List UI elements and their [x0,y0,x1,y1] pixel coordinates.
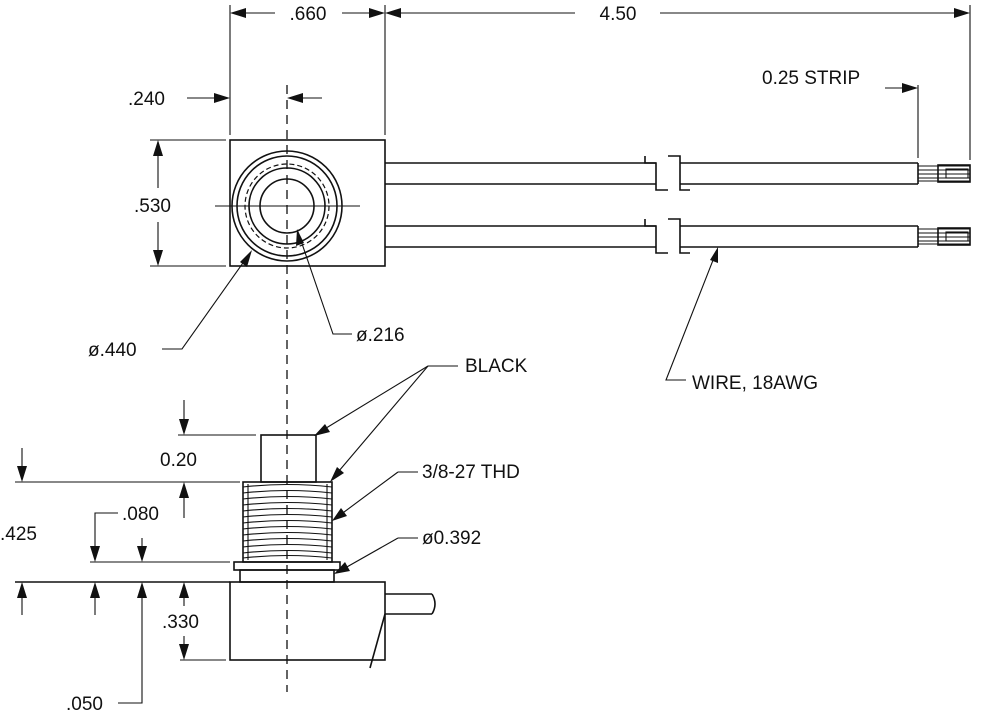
label-center-offset: .240 [128,89,165,110]
dim-center-offset: .240 [128,89,322,110]
label-top-width: .660 [290,4,327,25]
label-nut-thickness: .080 [122,504,159,525]
label-black: BLACK [465,356,528,377]
label-wire: WIRE, 18AWG [692,373,818,394]
dim-body-height: .530 [134,140,171,266]
dim-base-height: .330 [162,582,199,660]
label-inner-diameter: ø.216 [356,325,405,346]
dim-overall-length: 4.50 [385,4,970,25]
dim-outer-diameter: ø.440 [88,250,252,361]
label-base-height: .330 [162,612,199,633]
top-view: .660 4.50 0.25 STRIP .240 [88,4,971,692]
label-total-height: .425 [0,524,37,545]
dim-cap-height: 0.20 [160,400,197,518]
wire-lower [385,218,971,254]
dim-top-width: .660 [230,4,385,25]
callout-thread-diameter: ø0.392 [334,528,481,574]
dim-strip: 0.25 STRIP [762,68,918,93]
callout-wire: WIRE, 18AWG [665,247,818,394]
callout-black: BLACK [314,356,528,482]
label-thread-diameter: ø0.392 [422,528,481,549]
callout-thread: 3/8-27 THD [332,462,520,521]
thread-lines [242,483,333,560]
label-outer-diameter: ø.440 [88,340,137,361]
dim-total-height: .425 [0,448,37,615]
actuator-cap [260,434,317,483]
label-overall-length: 4.50 [600,4,637,25]
label-body-height: .530 [134,196,171,217]
label-thread: 3/8-27 THD [422,462,520,483]
side-view: 0.20 .425 .080 .050 [0,356,528,715]
dim-nut-thickness: .080 [90,504,159,615]
dim-flange-thickness: .050 [66,538,147,715]
switch-housing [229,581,386,661]
label-flange-thickness: .050 [66,694,103,715]
label-strip: 0.25 STRIP [762,68,860,89]
label-cap-height: 0.20 [160,450,197,471]
dim-inner-diameter: ø.216 [296,229,405,346]
switch-body-top [229,139,386,267]
wire-upper [385,155,971,191]
